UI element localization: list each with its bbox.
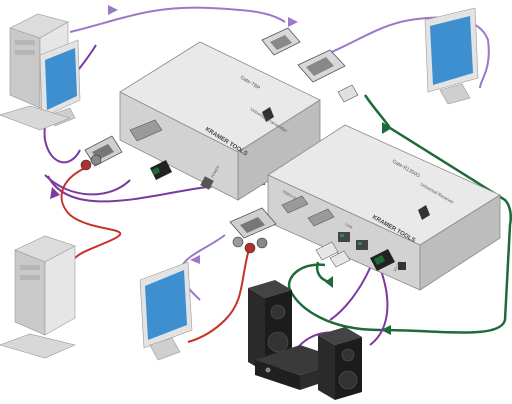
cable-pc1-vga-in xyxy=(69,6,286,33)
lcd-monitor-icon xyxy=(39,39,81,127)
receiver-side xyxy=(419,194,501,291)
lcd-monitor-icon xyxy=(424,7,479,105)
power-jack xyxy=(398,262,406,270)
speaker-right xyxy=(318,327,362,400)
transmitter-power-label: POWER xyxy=(210,165,220,179)
keyboard-icon xyxy=(0,105,71,131)
vga-connector-icon xyxy=(297,49,346,83)
ethernet-plug-icon xyxy=(315,241,351,268)
cable-arrow xyxy=(50,187,60,199)
monitor-bottom-middle xyxy=(139,261,193,361)
transmitter-unit: KRAMER TOOLS Gate-TBP Universal Transmit… xyxy=(119,41,321,201)
vga-connector-icon xyxy=(129,119,163,142)
cable-arrow xyxy=(325,276,333,288)
terminal-block-icon xyxy=(150,160,172,180)
rca-connector-icon xyxy=(232,236,268,254)
terminal-block-icon xyxy=(337,84,359,103)
cable-transmitter-audio xyxy=(44,174,131,196)
cable-monitor2-red xyxy=(187,244,251,343)
pc-bottom-left xyxy=(0,235,76,359)
terminal-block-icon xyxy=(370,249,395,271)
ethernet-port-icon xyxy=(338,232,368,250)
kramer-logo xyxy=(418,205,430,220)
cable-arrow xyxy=(190,255,200,264)
monitor-top-right xyxy=(424,7,479,105)
rca-connector-icon xyxy=(80,154,102,171)
vga-connector-icon xyxy=(261,27,301,56)
pc-top-left xyxy=(0,13,81,131)
cable-arrow xyxy=(381,325,391,335)
keyboard-icon xyxy=(0,333,76,359)
vga-connector-icon xyxy=(281,195,335,227)
desktop-pc-icon xyxy=(14,235,76,336)
lcd-monitor-icon xyxy=(139,261,193,361)
cable-pc2-red xyxy=(60,167,121,259)
power-switch[interactable] xyxy=(200,176,214,190)
receiver-link-label: LINK xyxy=(345,222,354,230)
cable-receiver-speaker xyxy=(369,267,389,346)
vga-connector-icon xyxy=(229,207,277,239)
cable-arrow xyxy=(288,17,298,27)
cable-arrow xyxy=(382,122,392,134)
kramer-logo xyxy=(262,107,274,122)
receiver-unit: KRAMER TOOLS Gate-R1350G Universal Recei… xyxy=(267,124,501,291)
speaker-icon xyxy=(318,327,362,400)
cable-receiver-amp xyxy=(329,267,371,321)
vga-connector-icon xyxy=(84,135,123,167)
receiver-power-label: 12V DC xyxy=(392,259,402,272)
cable-arrow xyxy=(108,5,118,15)
